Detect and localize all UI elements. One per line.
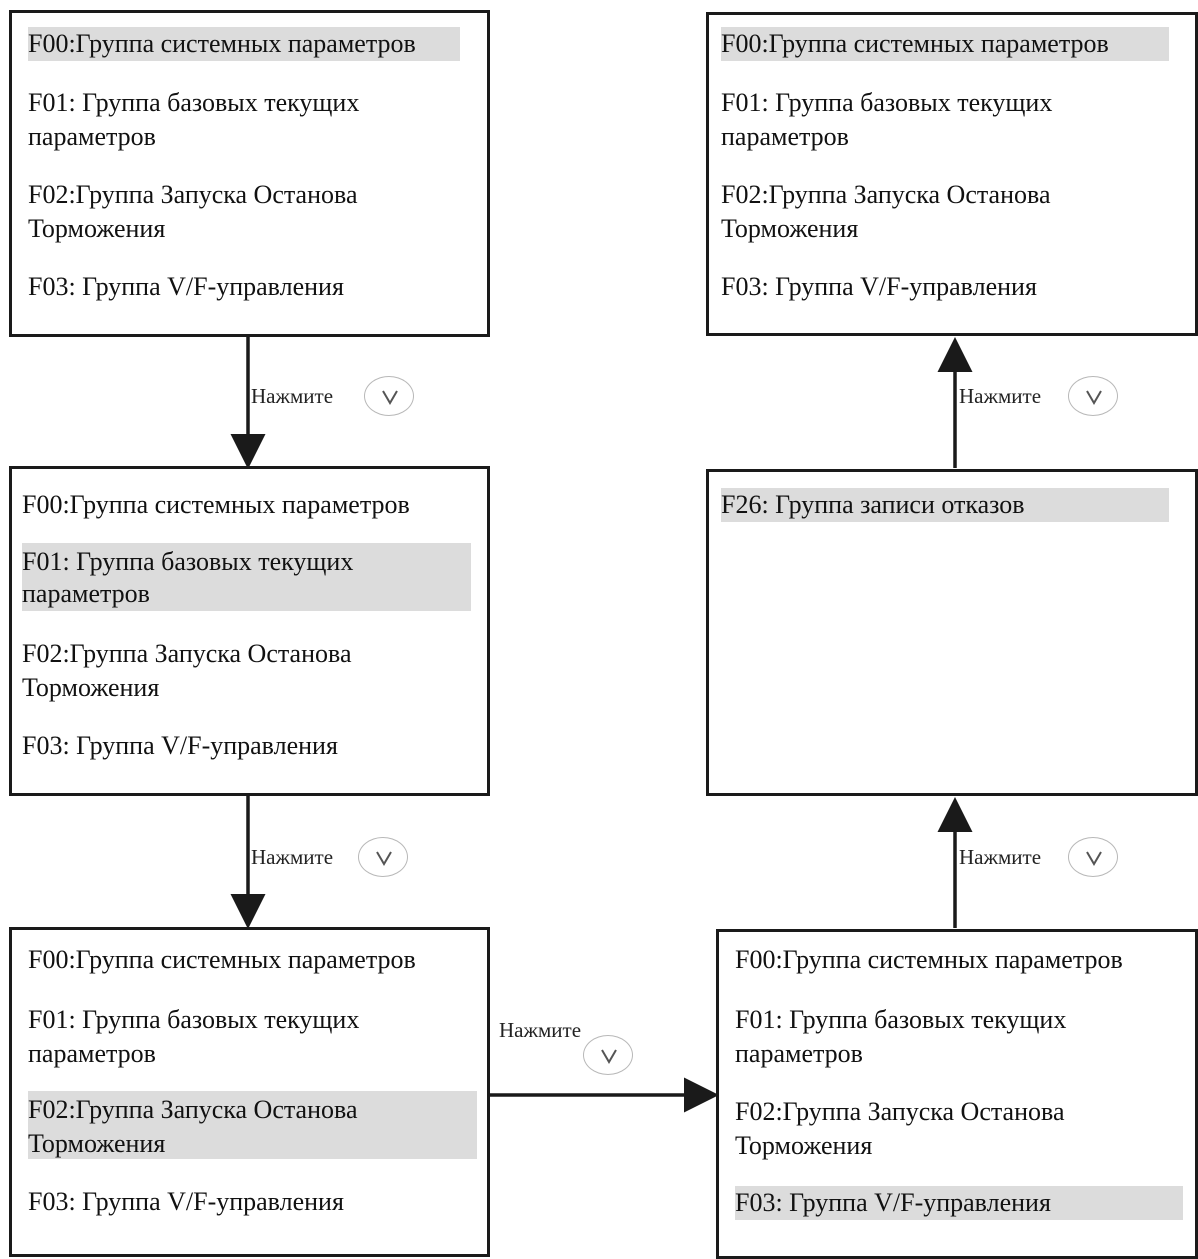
press-label-b-c: Нажмите xyxy=(251,845,334,869)
menu-item-f03: F03: Группа V/F-управления xyxy=(735,1186,1183,1220)
menu-item-f02-cont: Торможения xyxy=(28,214,166,243)
menu-item-f01: F01: Группа базовых текущих xyxy=(22,547,354,576)
menu-item-f00: F00:Группа системных параметров xyxy=(735,945,1123,974)
menu-item-f00: F00:Группа системных параметров xyxy=(28,27,460,61)
menu-box-c: F00:Группа системных параметров F01: Гру… xyxy=(9,927,490,1257)
menu-item-f00: F00:Группа системных параметров xyxy=(721,27,1169,61)
menu-item-f01: F01: Группа базовых текущих xyxy=(28,1005,360,1034)
press-label-e-f: Нажмите xyxy=(959,384,1042,408)
menu-item-f02-cont: Торможения xyxy=(28,1129,166,1158)
menu-item-f02: F02:Группа Запуска Останова xyxy=(28,1095,358,1124)
menu-item-f01-highlight xyxy=(22,543,471,611)
menu-item-f01: F01: Группа базовых текущих xyxy=(735,1005,1067,1034)
press-label-a-b: Нажмите xyxy=(251,384,334,408)
menu-item-f02: F02:Группа Запуска Останова xyxy=(28,180,358,209)
menu-item-f02: F02:Группа Запуска Останова xyxy=(735,1097,1065,1126)
menu-item-f00: F00:Группа системных параметров xyxy=(28,945,416,974)
menu-item-f01-cont: параметров xyxy=(735,1039,863,1068)
down-key-icon xyxy=(583,1035,633,1075)
menu-box-a: F00:Группа системных параметров F01: Гру… xyxy=(9,10,490,337)
menu-item-f03: F03: Группа V/F-управления xyxy=(721,272,1037,301)
menu-item-f02: F02:Группа Запуска Останова xyxy=(721,180,1051,209)
menu-item-f01: F01: Группа базовых текущих xyxy=(28,88,360,117)
menu-item-f02-cont: Торможения xyxy=(721,214,859,243)
down-key-icon xyxy=(1068,376,1118,416)
down-key-icon xyxy=(1068,837,1118,877)
menu-box-f: F00:Группа системных параметров F01: Гру… xyxy=(706,12,1198,336)
press-label-c-d: Нажмите xyxy=(499,1018,582,1042)
menu-box-d: F00:Группа системных параметров F01: Гру… xyxy=(716,929,1198,1259)
menu-item-f02-cont: Торможения xyxy=(735,1131,873,1160)
menu-item-f02-highlight xyxy=(28,1091,477,1159)
menu-item-f03: F03: Группа V/F-управления xyxy=(22,731,338,760)
menu-item-f03: F03: Группа V/F-управления xyxy=(28,272,344,301)
menu-item-f01: F01: Группа базовых текущих xyxy=(721,88,1053,117)
menu-item-f01-cont: параметров xyxy=(28,122,156,151)
menu-item-f00: F00:Группа системных параметров xyxy=(22,490,410,519)
menu-item-f01-cont: параметров xyxy=(28,1039,156,1068)
menu-item-f02: F02:Группа Запуска Останова xyxy=(22,639,352,668)
down-key-icon xyxy=(364,376,414,416)
menu-item-f01-cont: параметров xyxy=(22,579,150,608)
menu-box-e: F26: Группа записи отказов xyxy=(706,469,1198,796)
menu-item-f03: F03: Группа V/F-управления xyxy=(28,1187,344,1216)
press-label-d-e: Нажмите xyxy=(959,845,1042,869)
menu-box-b: F00:Группа системных параметров F01: Гру… xyxy=(9,466,490,796)
down-key-icon xyxy=(358,837,408,877)
menu-item-f02-cont: Торможения xyxy=(22,673,160,702)
menu-item-f26: F26: Группа записи отказов xyxy=(721,488,1169,522)
menu-item-f01-cont: параметров xyxy=(721,122,849,151)
